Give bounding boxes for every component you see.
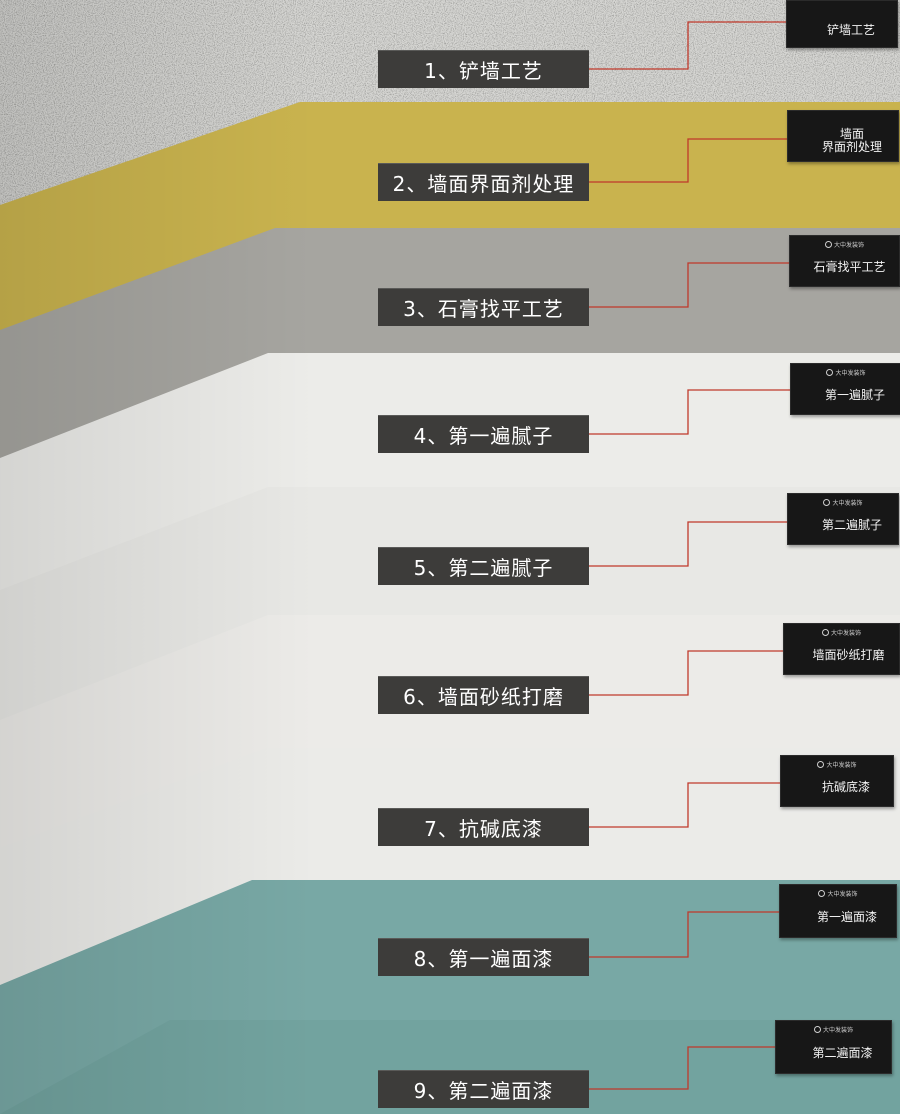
plaque-text: 石膏找平工艺 [813, 260, 886, 274]
leader-line-8 [589, 911, 781, 958]
brand-logo: 大中发装饰 [784, 629, 899, 637]
plaque-2: 墙面 界面剂处理 [787, 110, 899, 162]
plaque-text: 第一遍面漆 [816, 910, 877, 924]
brand-logo: 大中发装饰 [781, 761, 893, 769]
plaque-text: 铲墙工艺 [826, 23, 875, 37]
leader-line-9 [589, 1046, 777, 1090]
brand-logo: 大中发装饰 [790, 241, 899, 249]
leader-line-1 [589, 21, 790, 70]
leader-line-2 [589, 138, 790, 183]
brand-logo: 大中发装饰 [791, 369, 900, 377]
step-label-5: 5、第二遍腻子 [378, 547, 589, 585]
plaque-text: 抗碱底漆 [821, 780, 870, 794]
brand-logo: 大中发装饰 [788, 499, 898, 507]
plaque-8: 大中发装饰 第一遍面漆 [779, 884, 897, 938]
step-label-8: 8、第一遍面漆 [378, 938, 589, 976]
step-label-9: 9、第二遍面漆 [378, 1070, 589, 1108]
plaque-9: 大中发装饰 第二遍面漆 [775, 1020, 892, 1074]
plaque-7: 大中发装饰 抗碱底漆 [780, 755, 894, 807]
leader-line-3 [589, 262, 792, 308]
step-label-1: 1、铲墙工艺 [378, 50, 589, 88]
step-label-text: 5、第二遍腻子 [413, 556, 554, 580]
plaque-text: 第二遍腻子 [821, 518, 882, 532]
step-label-4: 4、第一遍腻子 [378, 415, 589, 453]
step-label-6: 6、墙面砂纸打磨 [378, 676, 589, 714]
step-label-text: 1、铲墙工艺 [424, 59, 543, 83]
plaque-5: 大中发装饰 第二遍腻子 [787, 493, 899, 545]
step-label-text: 6、墙面砂纸打磨 [403, 685, 564, 709]
step-label-text: 3、石膏找平工艺 [403, 297, 564, 321]
plaque-1: 铲墙工艺 [786, 0, 898, 48]
step-label-text: 9、第二遍面漆 [413, 1079, 554, 1103]
leader-line-5 [589, 521, 789, 567]
plaque-6: 大中发装饰 墙面砂纸打磨 [783, 623, 900, 675]
step-label-text: 8、第一遍面漆 [413, 947, 554, 971]
leader-line-4 [589, 389, 792, 435]
step-label-2: 2、墙面界面剂处理 [378, 163, 589, 201]
plaque-4: 大中发装饰 第一遍腻子 [790, 363, 900, 415]
step-label-text: 2、墙面界面剂处理 [392, 172, 575, 196]
leader-line-7 [589, 782, 782, 828]
plaque-text: 墙面砂纸打磨 [812, 648, 885, 662]
step-label-text: 4、第一遍腻子 [413, 424, 554, 448]
leader-lines [589, 21, 792, 1090]
step-label-7: 7、抗碱底漆 [378, 808, 589, 846]
brand-logo: 大中发装饰 [776, 1026, 891, 1034]
step-label-3: 3、石膏找平工艺 [378, 288, 589, 326]
plaque-text: 墙面 界面剂处理 [821, 126, 882, 154]
plaque-text: 第一遍腻子 [824, 388, 885, 402]
brand-logo: 大中发装饰 [780, 890, 896, 898]
leader-line-6 [589, 650, 785, 696]
plaque-3: 大中发装饰 石膏找平工艺 [789, 235, 900, 287]
plaque-text: 第二遍面漆 [812, 1046, 873, 1060]
step-label-text: 7、抗碱底漆 [424, 817, 543, 841]
